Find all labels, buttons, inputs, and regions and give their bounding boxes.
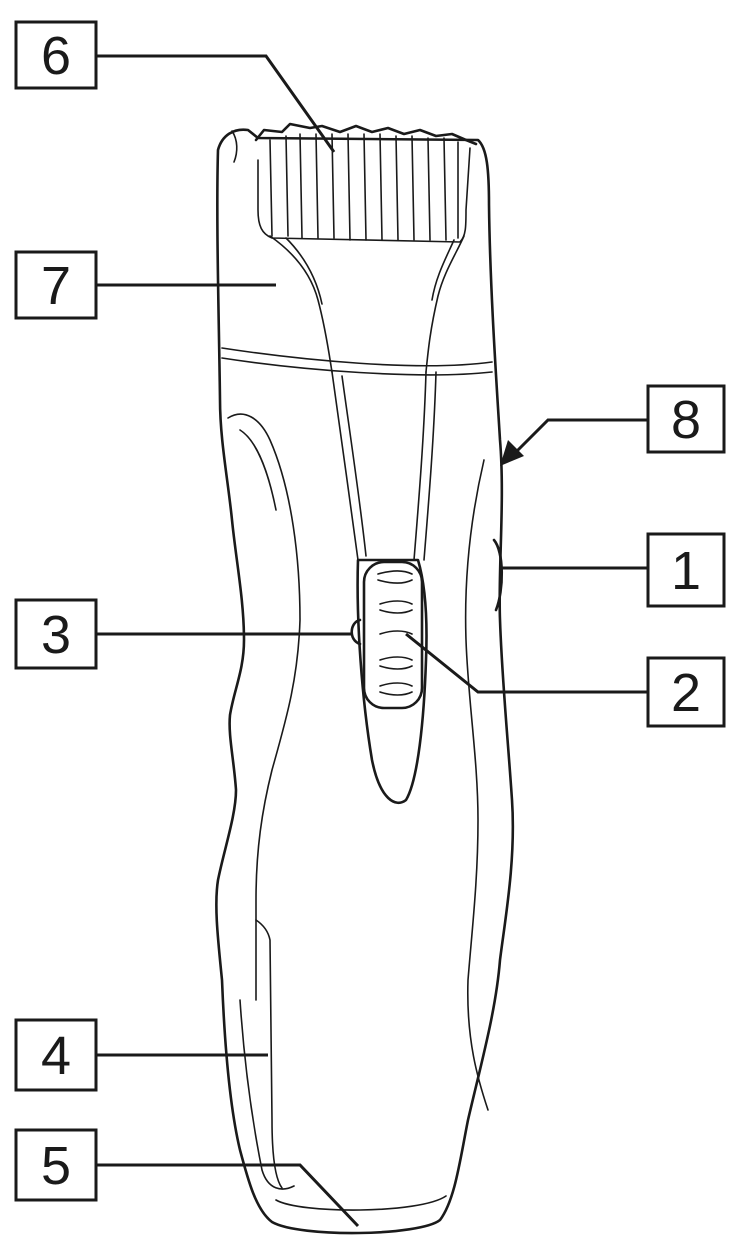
callout-7: 7 [14,250,98,320]
comb-tooth [285,135,289,237]
head-seam-line [221,347,493,367]
comb-rail-left [269,235,333,373]
lower-side-strip [255,919,283,1189]
comb-tooth [299,133,303,239]
slider-ridge [379,656,413,661]
slider-ridge [379,630,413,635]
slider-ridge [379,665,413,670]
callout-number: 1 [671,541,701,601]
comb-tooth [269,139,273,237]
callout-number: 6 [41,26,71,86]
callout-1: 1 [646,532,726,608]
callout-box [14,1128,98,1202]
callout-number: 7 [41,256,71,316]
center-curve-right [413,371,427,561]
callout-box [646,656,726,728]
left-grip-panel-inner [239,429,277,511]
comb-tooth [347,133,351,241]
slider-ridge [379,682,413,687]
callout-4: 4 [14,1018,98,1092]
callout-6: 6 [14,20,98,90]
slider-ridge [377,570,413,575]
center-curve-left [331,371,359,561]
center-curve-right-2 [423,371,437,561]
callout-box [14,1018,98,1092]
indicator-nub [350,618,362,646]
leader-line-6 [96,54,336,153]
callout-number: 2 [671,663,701,723]
callout-box [14,598,98,670]
callout-5: 5 [14,1128,98,1202]
base-cap-edge [275,1195,447,1211]
callout-number: 3 [41,605,71,665]
callout-number: 4 [41,1026,71,1086]
callout-box [646,384,726,454]
callout-box [646,532,726,608]
comb-rail-right [425,235,465,373]
callout-3: 3 [14,598,98,670]
comb-top-edge [254,122,478,146]
comb-tooth [363,133,367,241]
lower-side-strip-outer [239,999,295,1190]
clipper-illustration [215,122,515,1235]
callout-box [14,250,98,320]
leader-lines [96,54,648,1228]
center-curve-left-2 [341,375,367,557]
slider-ridge [379,691,413,696]
slider-ridge [377,579,413,584]
comb-tooth [395,135,399,241]
leader-line-8 [514,418,648,454]
comb-tooth [379,133,383,241]
slider-ridge [379,609,413,614]
callout-number: 5 [41,1136,71,1196]
comb-teeth [269,133,459,241]
comb-tooth [427,137,431,241]
right-side-panel [464,459,489,1111]
comb-rail-right-inner [431,239,455,301]
comb-attachment [254,122,478,373]
callout-2: 2 [646,656,726,728]
leader-line-2 [405,632,648,694]
side-button [492,538,504,612]
callout-box [14,20,98,90]
slider-knob [362,560,424,710]
top-cap-edge [231,130,238,163]
comb-tooth [315,133,319,239]
power-slider [356,558,428,805]
comb-tooth [443,137,447,241]
comb-tooth [411,135,415,241]
clipper-body-outline [215,128,515,1235]
left-grip-panel [227,413,301,1001]
callout-number: 8 [671,390,701,450]
comb-rail-left-inner [285,237,323,305]
leader-arrowhead-8 [500,440,524,466]
slider-ridge [379,600,413,605]
leader-line-5 [96,1163,360,1228]
head-seam-line-lower [221,357,493,376]
slider-housing [356,558,428,805]
callout-8: 8 [646,384,726,454]
